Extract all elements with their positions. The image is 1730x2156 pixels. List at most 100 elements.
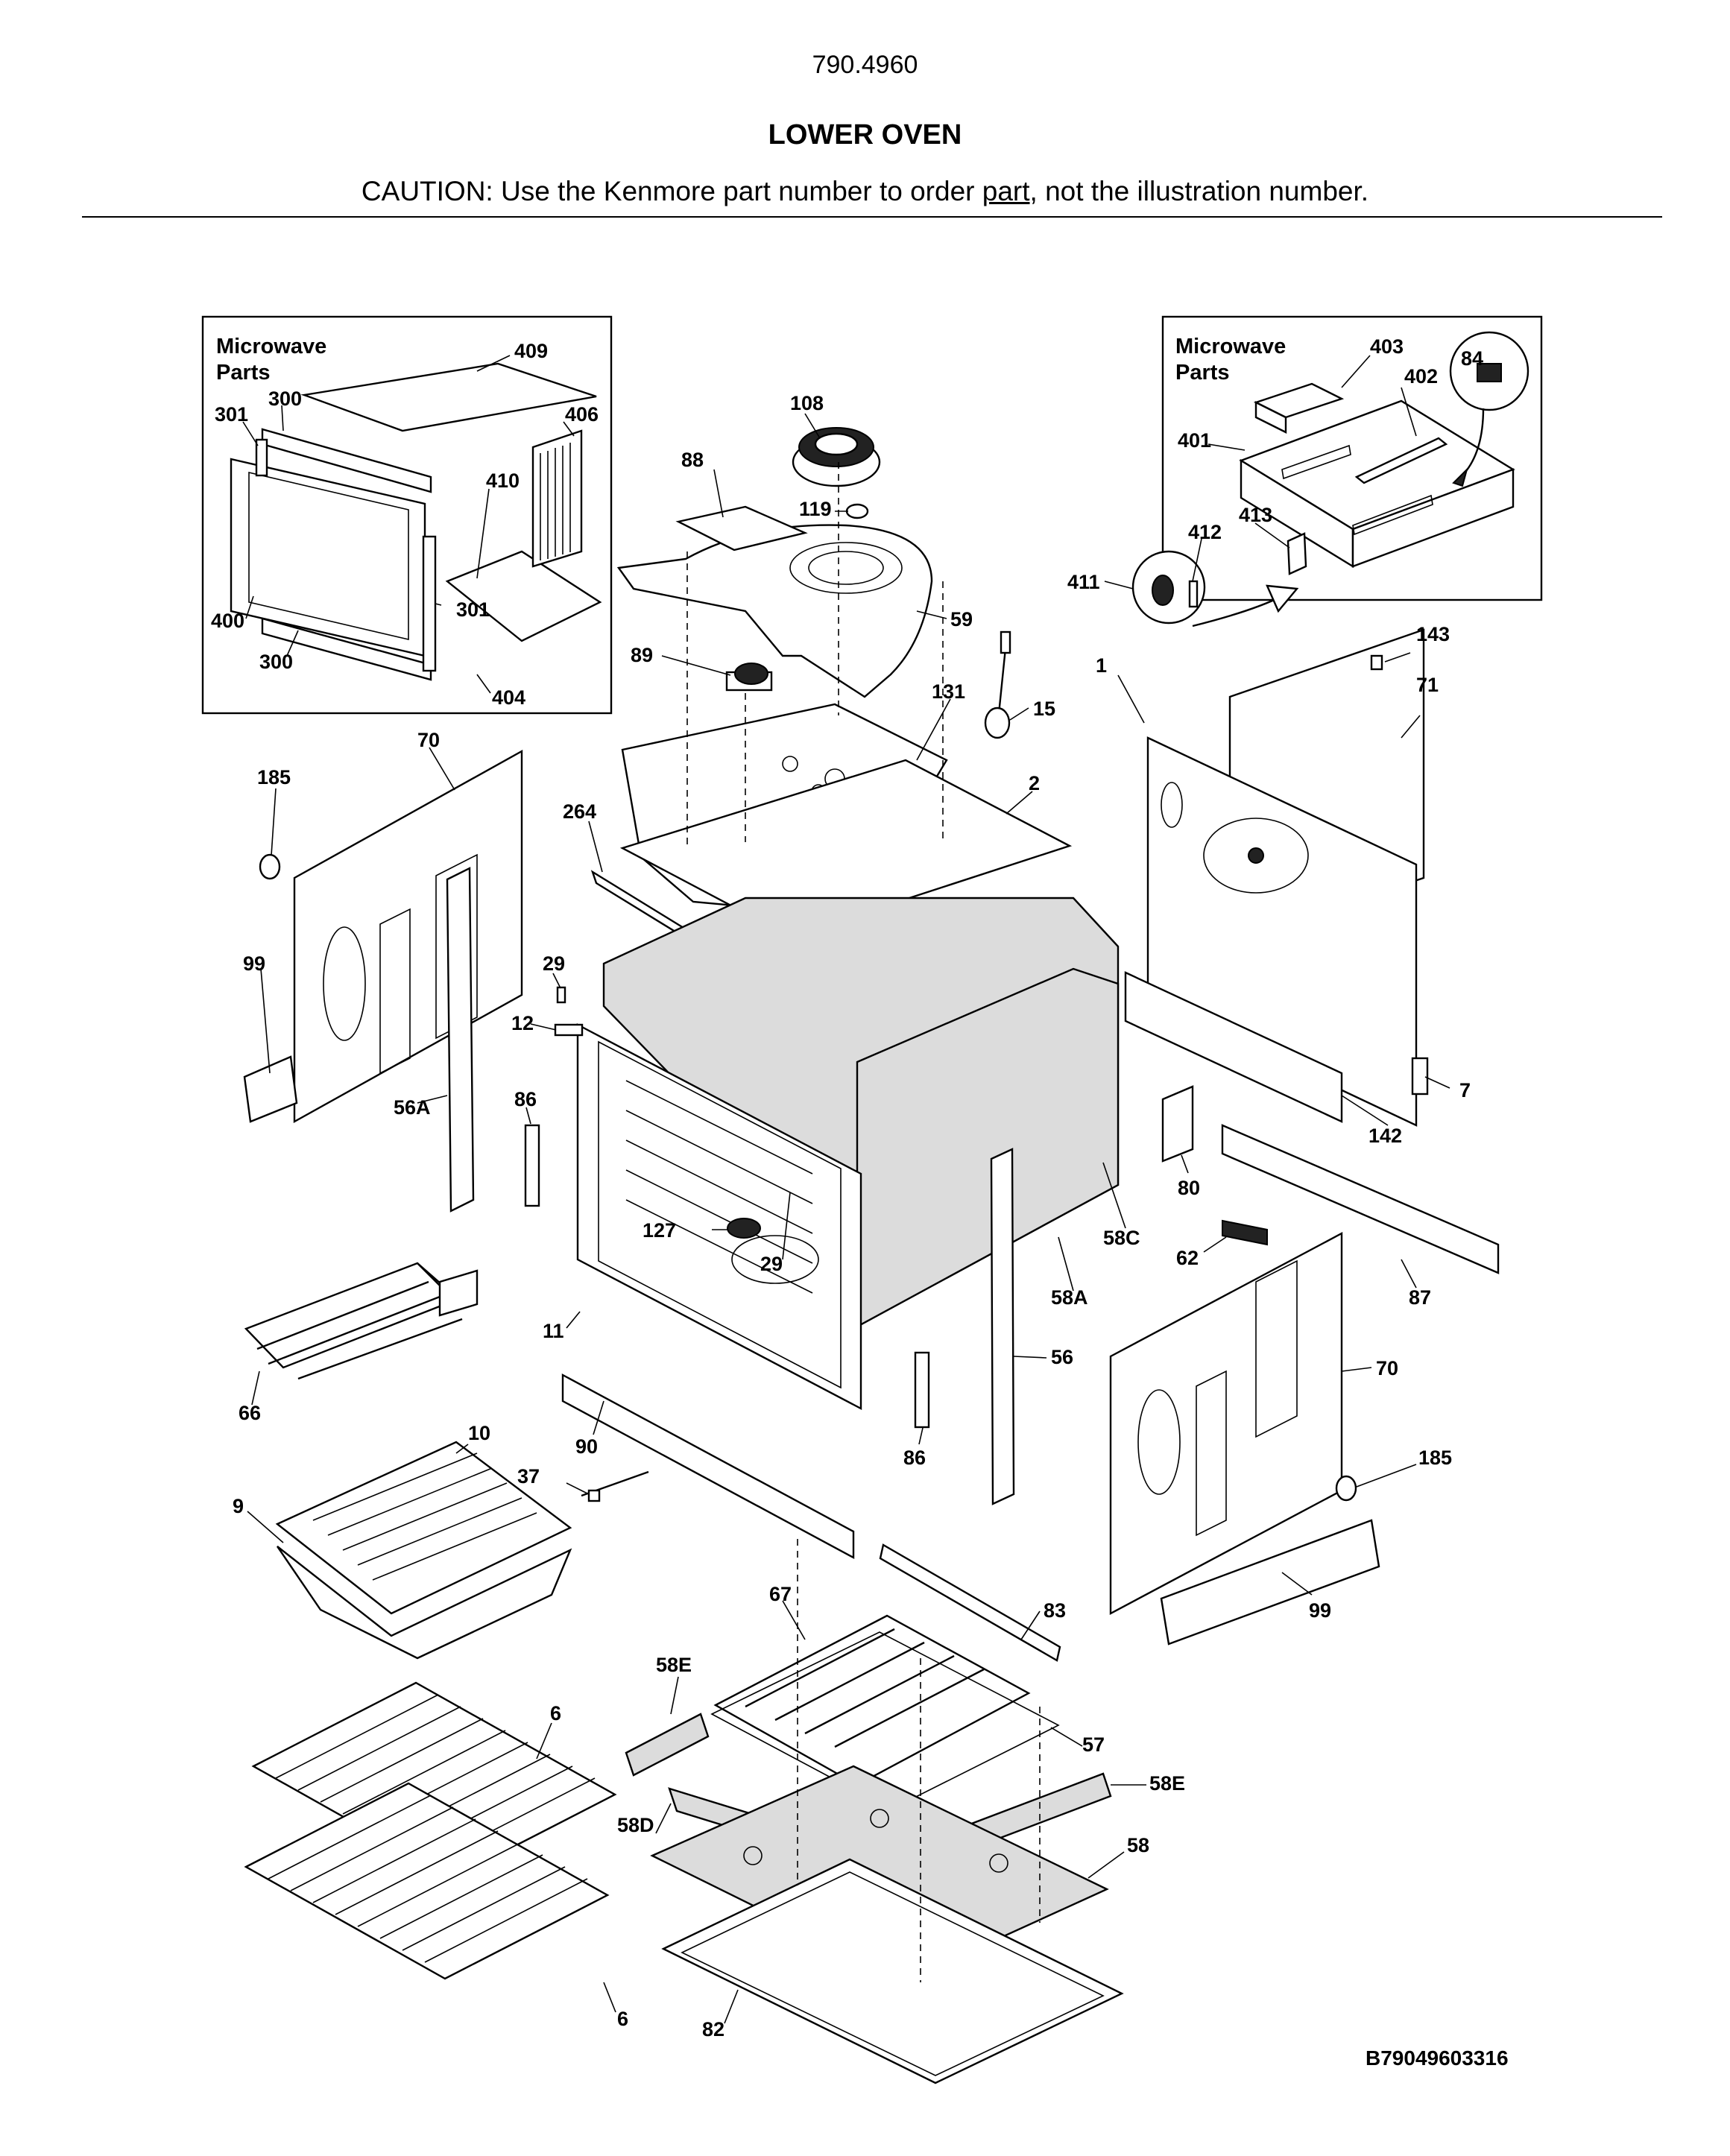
switch-84 <box>1477 363 1502 382</box>
label-300-top: 300 <box>268 388 302 410</box>
label-301-left: 301 <box>215 403 248 426</box>
bake-element-67 <box>713 1614 1031 1786</box>
sensor-15 <box>984 706 1011 739</box>
microwave-bottom-tray <box>445 550 602 642</box>
label-58: 58 <box>1127 1834 1149 1856</box>
label-301-right: 301 <box>456 598 490 621</box>
label-70-right: 70 <box>1376 1357 1398 1379</box>
label-58E-right: 58E <box>1149 1772 1185 1795</box>
label-89: 89 <box>631 644 653 666</box>
label-71: 71 <box>1416 674 1439 696</box>
broiler-pan-9 <box>277 1546 572 1660</box>
right-inset-title-1: Microwave <box>1175 335 1286 358</box>
label-185-right: 185 <box>1418 1447 1452 1469</box>
terminal-block-62 <box>1222 1219 1268 1246</box>
right-inset-title-2: Parts <box>1175 361 1230 385</box>
caution-note: CAUTION: Use the Kenmore part number to … <box>0 176 1730 207</box>
label-185-left: 185 <box>257 766 291 788</box>
accessories: 66 10 37 9 90 6 6 <box>233 1262 855 2030</box>
hinge-86-right <box>914 1351 930 1429</box>
label-1: 1 <box>1096 654 1107 677</box>
part-link[interactable]: part <box>982 176 1030 206</box>
label-9: 9 <box>233 1495 244 1517</box>
label-88: 88 <box>681 449 704 471</box>
label-401: 401 <box>1178 429 1211 452</box>
label-58E-left: 58E <box>656 1654 692 1676</box>
label-406: 406 <box>565 403 599 426</box>
microwave-door-frame <box>230 458 426 657</box>
label-58D: 58D <box>617 1814 654 1836</box>
label-70-left: 70 <box>417 729 440 751</box>
label-59: 59 <box>950 608 973 630</box>
microwave-vent-grille <box>531 429 583 568</box>
left-side-parts: 70 185 99 56A 86 <box>243 729 540 1213</box>
bar-402 <box>1354 437 1448 484</box>
bracket-7 <box>1411 1057 1429 1096</box>
label-83: 83 <box>1044 1599 1066 1622</box>
hinge-86-left <box>524 1124 540 1207</box>
right-inset-frame <box>1161 315 1543 601</box>
right-microwave-inset: Microwave Parts 403 <box>1067 315 1543 627</box>
label-37: 37 <box>517 1465 540 1488</box>
blower-housing-59 <box>616 524 933 698</box>
label-62: 62 <box>1176 1247 1199 1269</box>
bracket-83 <box>879 1543 1061 1662</box>
label-409: 409 <box>514 340 548 362</box>
broiler-pan-insert-10 <box>275 1441 572 1615</box>
label-80: 80 <box>1178 1177 1200 1199</box>
right-side-parts: 70 56 86 185 99 <box>903 1148 1452 1646</box>
label-300-bottom: 300 <box>259 651 293 673</box>
label-29-top: 29 <box>543 952 565 975</box>
screw-29 <box>556 986 566 1004</box>
label-410: 410 <box>486 470 520 492</box>
diagram-code: B79049603316 <box>1366 2046 1509 2070</box>
label-12: 12 <box>511 1012 534 1034</box>
rear-parts: 143 1 71 7 142 80 62 87 <box>1096 623 1500 1309</box>
label-2: 2 <box>1029 772 1040 794</box>
left-microwave-inset: Microwave Parts <box>201 315 613 715</box>
bracket-99-right <box>1160 1519 1380 1646</box>
label-131: 131 <box>932 680 965 703</box>
side-strip-56 <box>990 1148 1015 1505</box>
label-86-left: 86 <box>514 1088 537 1110</box>
label-66: 66 <box>239 1402 261 1424</box>
label-99-left: 99 <box>243 952 265 975</box>
vent-12 <box>554 1023 584 1037</box>
label-6-lower: 6 <box>617 2008 628 2030</box>
label-87: 87 <box>1409 1286 1431 1309</box>
bracket-80 <box>1161 1085 1194 1163</box>
label-404: 404 <box>492 686 525 709</box>
label-143: 143 <box>1416 623 1450 645</box>
bottom-panel-82 <box>661 1858 1124 2084</box>
header-divider <box>82 216 1662 218</box>
label-57: 57 <box>1082 1733 1105 1756</box>
plug-185-right <box>1335 1475 1357 1502</box>
label-10: 10 <box>468 1422 490 1444</box>
label-7: 7 <box>1459 1079 1471 1101</box>
microwave-bottom-bar <box>261 617 432 681</box>
label-82: 82 <box>702 2018 724 2040</box>
label-84: 84 <box>1461 347 1483 370</box>
plug-185-left <box>259 853 281 880</box>
insulation-58E-left <box>625 1713 710 1777</box>
caution-text: CAUTION: Use the Kenmore part number to … <box>361 176 982 206</box>
label-11: 11 <box>543 1320 564 1342</box>
channel-142 <box>1124 971 1343 1123</box>
label-402: 402 <box>1404 365 1438 388</box>
label-58C: 58C <box>1103 1227 1140 1249</box>
oven-cavity: 29 12 127 29 58A 58C 11 <box>511 897 1140 1410</box>
label-15: 15 <box>1033 698 1055 720</box>
left-inset-frame <box>201 315 613 715</box>
part-413 <box>1287 532 1307 575</box>
label-56A: 56A <box>394 1096 431 1119</box>
label-67: 67 <box>769 1583 792 1605</box>
label-99-right: 99 <box>1309 1599 1331 1622</box>
label-119: 119 <box>799 498 832 520</box>
nut-119 <box>845 503 869 519</box>
fuse-412 <box>1188 580 1199 608</box>
label-86-right: 86 <box>903 1447 926 1469</box>
microwave-side-trim <box>422 535 437 672</box>
left-inset-title-1: Microwave <box>216 335 326 358</box>
label-412: 412 <box>1188 521 1222 543</box>
